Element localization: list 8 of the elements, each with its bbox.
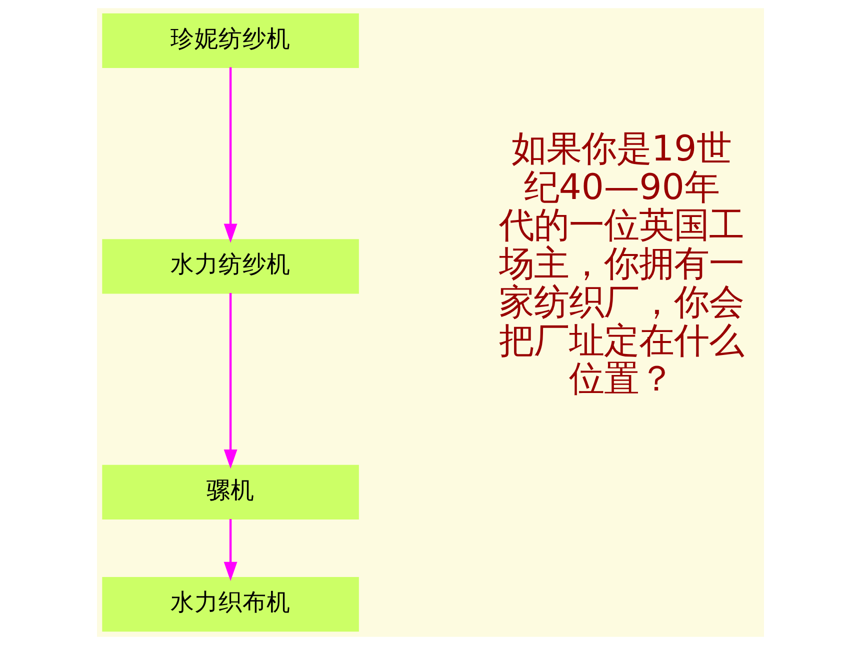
arrow <box>223 67 237 243</box>
node-box: 骡机 <box>102 464 358 520</box>
arrow <box>223 293 237 469</box>
node-box: 水力织布机 <box>102 577 358 632</box>
node-box: 珍妮纺纱机 <box>102 13 358 68</box>
node-box: 水力纺纱机 <box>102 239 358 294</box>
label: 如果你是19世纪40—90年代的一位英国工场主，你拥有一家纺织厂，你会把厂址定在什么位置？ <box>498 128 744 400</box>
arrow <box>223 519 237 582</box>
